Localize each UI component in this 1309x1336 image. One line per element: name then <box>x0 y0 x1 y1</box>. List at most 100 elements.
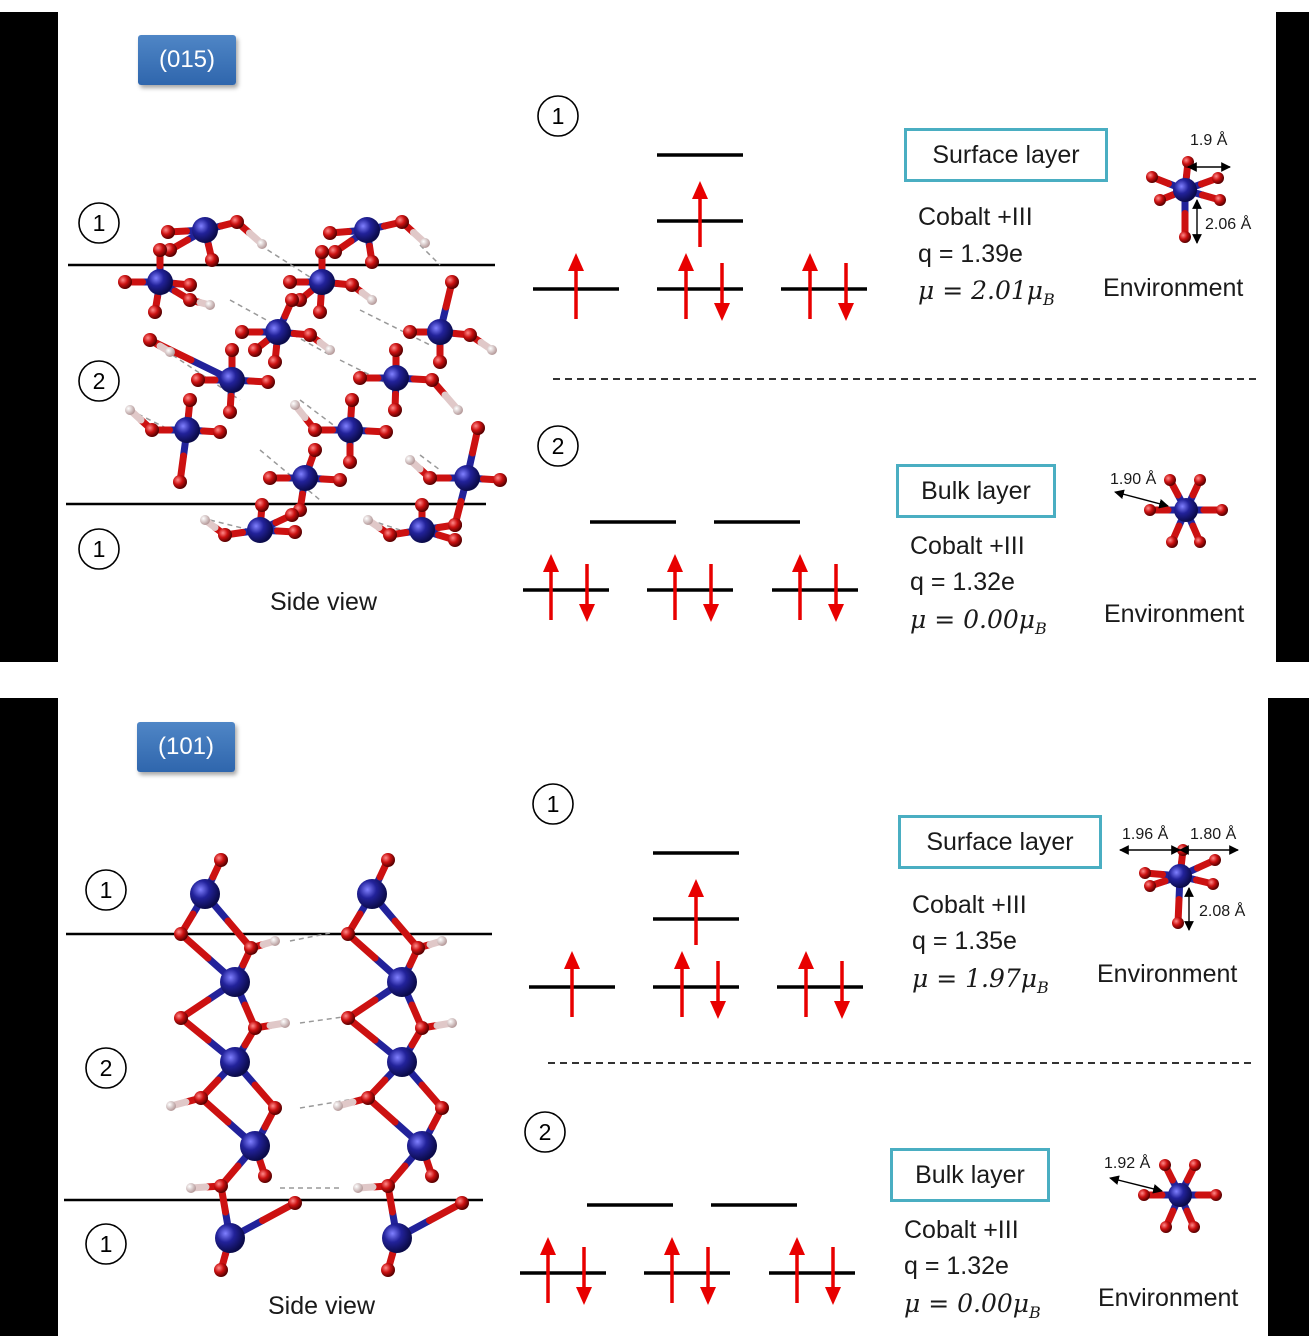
hydrogen-atom <box>453 405 463 415</box>
layer-number: 1 <box>552 103 565 129</box>
oxygen-atom <box>415 498 429 512</box>
mu-value: 0.00μ <box>963 605 1036 634</box>
oxygen-atom <box>214 853 228 867</box>
oxidation-state: Cobalt +III <box>912 891 1027 919</box>
layer-number: 1 <box>100 1231 113 1257</box>
layer-number-circle <box>78 360 120 402</box>
cobalt-atom <box>215 1223 245 1253</box>
oxygen-atom <box>1188 1221 1200 1233</box>
oxygen-atom <box>1146 171 1158 183</box>
oxygen-atom <box>263 471 277 485</box>
oxygen-atom <box>248 343 262 357</box>
cobalt-atom <box>265 319 291 345</box>
oxygen-atom <box>1214 194 1226 206</box>
spin-down-arrow <box>700 1287 716 1305</box>
hydrogen-bond <box>359 309 431 346</box>
cobalt-atom <box>1168 1183 1192 1207</box>
mu-sub: B <box>1043 290 1055 309</box>
oxygen-atom <box>288 1196 302 1210</box>
mu-sub: B <box>1029 1303 1041 1322</box>
oxygen-atom <box>315 245 329 259</box>
oxygen-atom <box>343 455 357 469</box>
charge: q = 1.39e <box>918 240 1023 268</box>
mu-value: 0.00μ <box>957 1289 1030 1318</box>
oxygen-atom <box>1207 878 1219 890</box>
magnetic-moment: μ = 2.01μB <box>918 276 1055 309</box>
layer-number-circle <box>524 1111 566 1153</box>
oxygen-atom <box>191 373 205 387</box>
hydrogen-bond <box>209 519 251 531</box>
oxygen-atom <box>194 1091 208 1105</box>
bond-length: 1.80 Å <box>1190 826 1237 843</box>
oxygen-atom <box>1154 194 1166 206</box>
side-view-label: Side view <box>270 588 377 616</box>
magnetic-moment: μ = 1.97μB <box>912 964 1049 997</box>
bulk-layer-box: Bulk layer <box>890 1148 1050 1202</box>
layer-number-circle <box>85 1223 127 1265</box>
cobalt-atom <box>454 465 480 491</box>
oxygen-atom <box>345 393 359 407</box>
spin-up-arrow <box>568 253 584 271</box>
oxygen-atom <box>214 1179 228 1193</box>
oxygen-atom <box>235 325 249 339</box>
oxygen-atom <box>163 243 177 257</box>
charge: q = 1.32e <box>910 568 1015 596</box>
environment-label: Environment <box>1103 274 1244 302</box>
oxygen-atom <box>1182 156 1194 168</box>
oxygen-atom <box>395 215 409 229</box>
oxygen-atom <box>143 333 157 347</box>
spin-down-arrow <box>834 1001 850 1019</box>
oxygen-atom <box>323 226 337 240</box>
spin-up-arrow <box>678 253 694 271</box>
surface-layer-box: Surface layer <box>898 815 1102 869</box>
hydrogen-atom <box>270 936 280 946</box>
spin-up-arrow <box>674 951 690 969</box>
oxygen-atom <box>1172 917 1184 929</box>
charge: q = 1.32e <box>904 1252 1009 1280</box>
oxygen-atom <box>1159 1159 1171 1171</box>
oxygen-atom <box>435 1101 449 1115</box>
spin-down-arrow <box>828 604 844 622</box>
hydrogen-atom <box>125 405 135 415</box>
oxygen-atom <box>403 325 417 339</box>
oxygen-atom <box>153 243 167 257</box>
spin-up-arrow <box>789 1237 805 1255</box>
mu-value: 1.97μ <box>965 964 1038 993</box>
oxygen-atom <box>183 293 197 307</box>
facet-tag: (015) <box>138 35 236 85</box>
left-border <box>0 12 58 662</box>
bond-length-arrow <box>1114 489 1169 509</box>
bond-length: 1.90 Å <box>1110 471 1157 488</box>
oxygen-atom <box>288 525 302 539</box>
oxygen-atom <box>223 405 237 419</box>
mu-prefix: μ = <box>910 605 964 634</box>
spin-up-arrow <box>792 554 808 572</box>
spin-up-arrow <box>543 554 559 572</box>
hydrogen-atom <box>447 1018 457 1028</box>
oxygen-atom <box>213 425 227 439</box>
hydrogen-atom <box>257 239 267 249</box>
oxygen-atom <box>341 927 355 941</box>
oxygen-atom <box>255 498 269 512</box>
layer-number: 1 <box>547 791 560 817</box>
oxygen-atom <box>173 475 187 489</box>
layer-number: 2 <box>552 433 565 459</box>
oxygen-atom <box>268 1101 282 1115</box>
spin-down-arrow <box>579 604 595 622</box>
spin-down-arrow <box>710 1001 726 1019</box>
hydrogen-bond <box>419 454 441 471</box>
layer-number-circle <box>85 1047 127 1089</box>
oxygen-atom <box>183 278 197 292</box>
oxygen-atom <box>353 371 367 385</box>
hydrogen-atom <box>487 345 497 355</box>
hydrogen-atom <box>200 515 210 525</box>
spin-down-arrow <box>703 604 719 622</box>
cobalt-atom <box>387 1047 417 1077</box>
hydrogen-atom <box>166 1101 176 1111</box>
oxygen-atom <box>283 275 297 289</box>
environment-label: Environment <box>1104 600 1245 628</box>
oxygen-atom <box>1194 474 1206 486</box>
oxygen-atom <box>161 225 175 239</box>
